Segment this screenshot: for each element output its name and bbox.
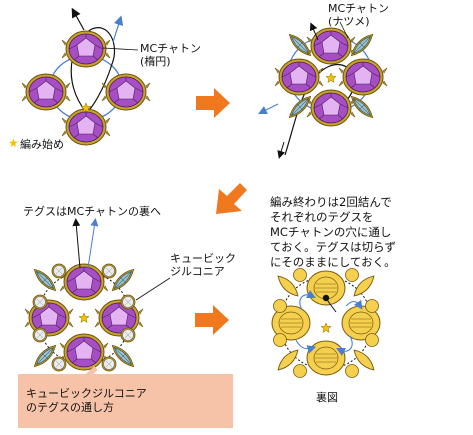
step4-thread-arrow-2: [336, 335, 353, 356]
step3-cz-2: [101, 263, 117, 279]
step1-stone-left: [21, 73, 71, 111]
step2-diagram: [258, 21, 388, 159]
step2-navette-br: [347, 92, 377, 122]
step1-arrow-blue: [112, 15, 124, 43]
step3-cz-1: [51, 263, 67, 279]
step2-arrow-black-bottom: [277, 141, 285, 159]
step3-cz-8: [101, 356, 117, 372]
step3-cz-6: [120, 327, 136, 343]
step1-arrow-black: [71, 7, 85, 31]
step1-stone-top: [61, 30, 111, 68]
step2-star-icon: [325, 72, 337, 83]
step2-navette-tl: [285, 30, 315, 60]
step4-cz-5: [273, 333, 287, 347]
cz-threading-callout: [18, 374, 233, 428]
step3-diagram: [24, 218, 171, 383]
step4-cz-8: [345, 364, 359, 378]
step2-label-leader: [339, 21, 349, 39]
step2-stone-top: [306, 27, 356, 65]
step3-label-leader: [135, 277, 171, 301]
step4-cz-2: [345, 268, 359, 282]
cz-threading-label: キュービックジルコニア のテグスの通し方: [26, 387, 147, 414]
step1-stone-right: [101, 73, 151, 111]
step2-navette-tr: [347, 30, 377, 60]
step2-arrow-blue: [258, 103, 279, 114]
step4-back-diagram: [271, 268, 381, 378]
step3-arrow-blue: [87, 218, 99, 269]
arrow-step3-to-step4: [195, 305, 229, 335]
start-star-icon: ★: [8, 136, 19, 150]
step1-thread-black: [70, 27, 116, 113]
cubic-zirconia-label: キュービック ジルコニア: [170, 252, 236, 278]
step2-stone-left: [274, 58, 324, 96]
step4-cz-3: [273, 299, 287, 313]
step4-thread-arrow-4: [345, 299, 363, 310]
finishing-instruction: 編み終わりは2回結んで それぞれのテグスを MCチャトンの穴に通し ておく。テグ…: [270, 195, 396, 269]
step3-stone-bottom: [59, 333, 109, 371]
step3-cz-3: [32, 294, 48, 310]
step4-cz-7: [293, 364, 307, 378]
step1-label-leader: [102, 47, 139, 51]
arrow-step1-to-step2: [196, 88, 230, 118]
thread-behind-label: テグスはMCチャトンの裏へ: [23, 205, 162, 218]
step3-stone-left: [24, 299, 74, 337]
step4-cz-4: [365, 299, 379, 313]
step3-arrow-black: [72, 218, 81, 269]
step4-thread-arrow-1: [299, 290, 316, 311]
step1-diagram: [21, 7, 151, 146]
step3-cz-7: [51, 356, 67, 372]
step4-cz-1: [293, 268, 307, 282]
back-view-label: 裏図: [316, 391, 338, 404]
step2-arrow-black-top: [309, 22, 319, 41]
step2-stone-bottom: [306, 89, 356, 127]
step3-cz-4: [120, 294, 136, 310]
step3-star-icon: [78, 312, 90, 323]
step3-cz-5: [32, 327, 48, 343]
start-label: 編み始め: [20, 138, 64, 151]
step4-stone-bottom: [306, 340, 346, 376]
step1-stone-bottom: [61, 108, 111, 146]
mc-oval-label: MCチャトン (楕円): [140, 42, 202, 68]
step4-knot-dot: [322, 294, 330, 302]
mc-navette-label: MCチャトン (ナツメ): [328, 2, 390, 28]
step4-thread-arrow-3: [295, 339, 317, 354]
step2-stone-right: [338, 58, 388, 96]
step3-stone-right: [94, 299, 144, 337]
step4-star-icon: [320, 322, 332, 333]
step4-cz-6: [365, 333, 379, 347]
arrow-step2-to-step3: [216, 183, 247, 214]
step3-stone-top: [59, 263, 109, 301]
